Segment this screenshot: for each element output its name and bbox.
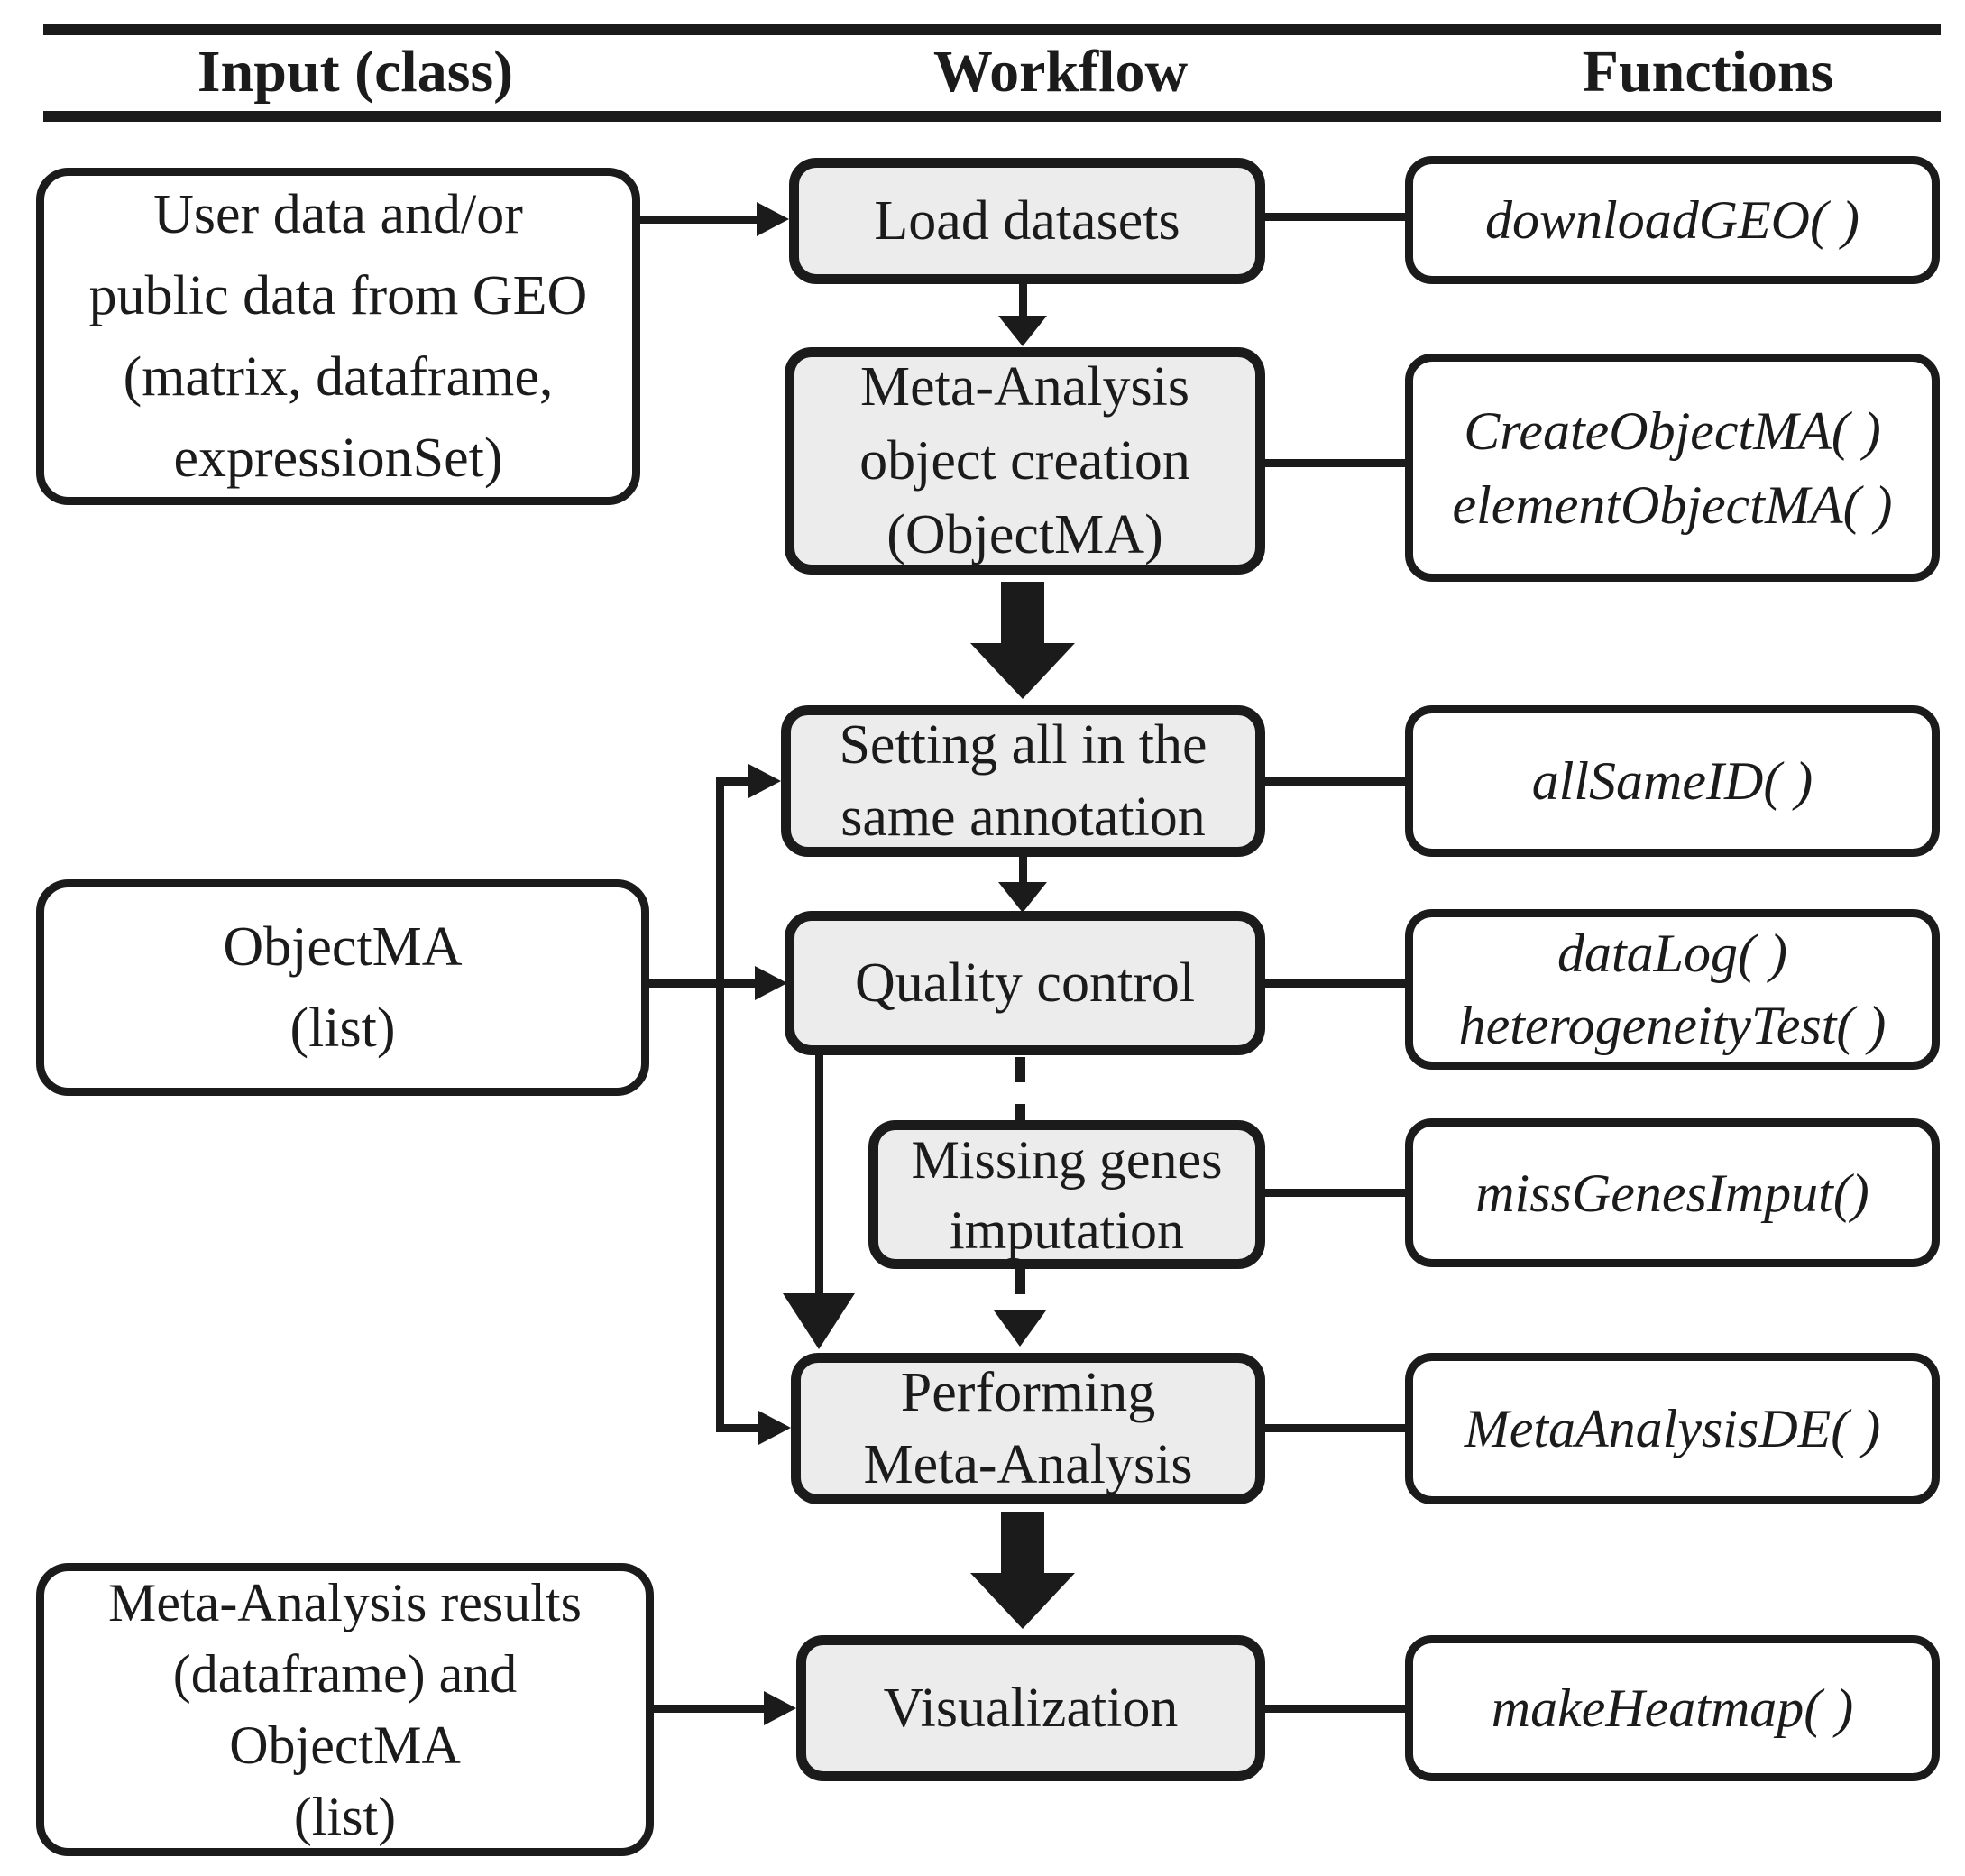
- text-line: dataLog( ): [1557, 924, 1787, 983]
- text-line: Performing: [900, 1362, 1156, 1423]
- workflow-box-missing-genes: Missing genes imputation: [868, 1120, 1265, 1269]
- connector-load-to-downloadgeo: [1265, 213, 1405, 221]
- function-box-allsameid: allSameID( ): [1405, 705, 1940, 857]
- text-line: makeHeatmap( ): [1491, 1678, 1854, 1738]
- input-box-objectma: ObjectMA (list): [36, 879, 649, 1096]
- arrowhead-down-icon: [994, 1310, 1046, 1347]
- header-rule-bottom: [43, 111, 1941, 122]
- workflow-box-same-annotation: Setting all in the same annotation: [781, 705, 1265, 857]
- text-line: imputation: [950, 1200, 1184, 1260]
- column-header-workflow: Workflow: [932, 39, 1189, 105]
- text-line: allSameID( ): [1531, 751, 1813, 811]
- block-arrow-head-icon: [970, 643, 1075, 699]
- arrowhead-down-icon: [998, 316, 1047, 346]
- column-header-input: Input (class): [197, 39, 514, 105]
- text-line: Missing genes: [911, 1129, 1223, 1190]
- arrowhead-right-icon: [757, 202, 789, 236]
- arrowhead-right-icon: [755, 966, 787, 1000]
- text-line: (matrix, dataframe,: [123, 346, 554, 408]
- block-arrow-shaft-icon: [1001, 1512, 1044, 1575]
- dashed-connector-missing-to-performing: [1015, 1269, 1025, 1312]
- block-arrow-shaft-icon: [1001, 582, 1044, 645]
- connector-visualization-to-makeheatmap: [1265, 1705, 1405, 1713]
- text-line: Meta-Analysis results: [108, 1572, 582, 1632]
- text-line: Visualization: [883, 1678, 1179, 1739]
- branch-vertical-line: [716, 777, 724, 1429]
- input-box-ma-results: Meta-Analysis results (dataframe) and Ob…: [36, 1563, 654, 1856]
- arrowhead-down-icon: [783, 1293, 855, 1349]
- connector-branch-to-annotation: [716, 777, 750, 786]
- workflow-box-quality-control: Quality control: [785, 911, 1265, 1055]
- column-header-functions: Functions: [1582, 39, 1834, 105]
- connector-qc-to-datalog: [1265, 979, 1405, 988]
- text-line: elementObjectMA( ): [1452, 474, 1893, 535]
- text-line: (dataframe) and: [172, 1643, 518, 1704]
- text-line: ObjectMA: [229, 1715, 461, 1775]
- text-line: heterogeneityTest( ): [1458, 996, 1887, 1055]
- bypass-connector-qc-to-performing: [815, 1055, 823, 1295]
- arrowhead-right-icon: [758, 1411, 791, 1445]
- header-rule-top: [43, 24, 1941, 35]
- connector-userdata-to-load: [640, 216, 758, 224]
- arrowhead-right-icon: [764, 1691, 796, 1725]
- text-line: Load datasets: [874, 190, 1180, 252]
- connector-missing-to-missgenesimput: [1265, 1189, 1405, 1197]
- function-box-metaanalysisde: MetaAnalysisDE( ): [1405, 1353, 1940, 1504]
- connector-results-to-visualization: [654, 1705, 766, 1713]
- connector-performing-to-metaanalysisde: [1265, 1424, 1405, 1432]
- block-arrow-head-icon: [970, 1573, 1075, 1629]
- text-line: (list): [293, 1786, 397, 1846]
- text-line: MetaAnalysisDE( ): [1464, 1399, 1881, 1458]
- text-line: downloadGEO( ): [1485, 190, 1859, 250]
- connector-annotation-to-qc: [1019, 857, 1027, 884]
- workflow-box-load-datasets: Load datasets: [789, 158, 1265, 284]
- connector-annotation-to-allsameid: [1265, 777, 1405, 786]
- text-line: Quality control: [854, 952, 1196, 1014]
- text-line: ObjectMA: [223, 916, 463, 978]
- workflow-box-object-creation: Meta-Analysis object creation (ObjectMA): [785, 347, 1265, 575]
- input-box-user-data: User data and/or public data from GEO (m…: [36, 168, 640, 505]
- text-line: CreateObjectMA( ): [1464, 400, 1881, 461]
- text-line: Meta-Analysis: [863, 1434, 1193, 1495]
- text-line: Setting all in the: [839, 714, 1207, 776]
- function-box-missgenesimput: missGenesImput(): [1405, 1118, 1940, 1267]
- connector-load-to-creation: [1019, 284, 1027, 317]
- function-box-makeheatmap: makeHeatmap( ): [1405, 1635, 1940, 1781]
- text-line: User data and/or: [153, 184, 523, 245]
- function-box-datalog: dataLog( ) heterogeneityTest( ): [1405, 909, 1940, 1070]
- text-line: public data from GEO: [88, 265, 588, 326]
- text-line: same annotation: [840, 786, 1206, 848]
- arrowhead-down-icon: [998, 882, 1047, 913]
- text-line: missGenesImput(): [1475, 1163, 1869, 1223]
- function-box-downloadgeo: downloadGEO( ): [1405, 156, 1940, 284]
- text-line: (list): [289, 998, 396, 1059]
- function-box-createobjectma: CreateObjectMA( ) elementObjectMA( ): [1405, 354, 1940, 582]
- text-line: expressionSet): [173, 428, 503, 489]
- text-line: object creation: [859, 430, 1190, 492]
- connector-creation-to-createobjectma: [1265, 459, 1405, 467]
- arrowhead-right-icon: [748, 764, 781, 798]
- text-line: (ObjectMA): [886, 504, 1163, 566]
- connector-objectma-to-qc: [649, 979, 757, 988]
- workflow-box-performing-ma: Performing Meta-Analysis: [791, 1353, 1265, 1504]
- workflow-box-visualization: Visualization: [796, 1635, 1265, 1781]
- dashed-connector-qc-to-missing: [1015, 1057, 1025, 1120]
- text-line: Meta-Analysis: [859, 356, 1190, 418]
- connector-branch-to-performing: [716, 1424, 760, 1432]
